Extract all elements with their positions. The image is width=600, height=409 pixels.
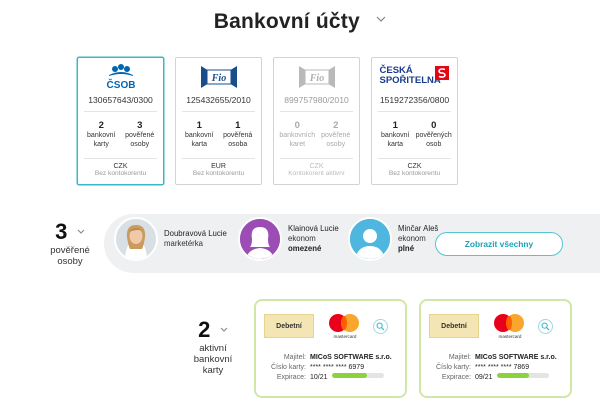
authorized-persons-count: 3 xyxy=(55,219,68,244)
card-number: **** **** **** 6979 xyxy=(310,364,365,371)
male-user-avatar-icon xyxy=(348,217,392,261)
mastercard-logo: mastercard xyxy=(490,314,530,344)
authorized-persons-summary: 3 pověřené osoby xyxy=(40,219,100,267)
card-expiry: 10/21 xyxy=(310,374,328,381)
persons-label: pověřených osob xyxy=(415,132,452,148)
expiry-progress-bar xyxy=(331,373,384,378)
female-user-avatar-icon xyxy=(238,217,282,261)
person-mincar[interactable]: Minčar Aleš ekonom plné xyxy=(348,217,438,261)
owner-label: Majitel: xyxy=(448,354,471,361)
card-number: **** **** **** 7869 xyxy=(475,364,530,371)
expiry-label: Expirace: xyxy=(276,374,306,381)
person-name: Doubravová Lucie xyxy=(164,229,227,238)
expiry-label: Expirace: xyxy=(441,374,471,381)
person-role: ekonom xyxy=(398,234,426,243)
page-header: Bankovní účty xyxy=(0,10,600,34)
fio-logo-text: Fio xyxy=(308,73,323,84)
card-owner: MICoS SOFTWARE s.r.o. xyxy=(475,354,557,361)
show-all-button[interactable]: Zobrazit všechny xyxy=(435,232,563,256)
chevron-down-icon[interactable] xyxy=(220,324,228,334)
chevron-down-icon[interactable] xyxy=(77,226,85,236)
person-klainova[interactable]: Klainová Lucie ekonom omezené xyxy=(238,217,339,261)
persons-label: pověřené osoby xyxy=(125,132,155,148)
overdraft-note: Bez kontokorentu xyxy=(94,170,147,177)
cards-count: 0 xyxy=(294,120,300,131)
expiry-progress-bar xyxy=(496,373,549,378)
search-icon[interactable] xyxy=(373,319,388,334)
active-cards-summary: 2 aktivní bankovní karty xyxy=(183,317,243,376)
ceska-sporitelna-logo-text: ČESKÁ SPOŘITELNA xyxy=(379,64,441,86)
fio-logo: Fio xyxy=(176,58,261,95)
overdraft-note: Bez kontokorentu xyxy=(388,170,441,177)
persons-count: 3 xyxy=(137,120,143,131)
cards-count: 1 xyxy=(392,120,398,131)
card-brand: mastercard xyxy=(333,334,357,339)
csob-logo: ČSOB xyxy=(78,58,163,95)
currency: CZK xyxy=(113,163,128,170)
active-cards-count: 2 xyxy=(198,317,211,342)
person-role: ekonom xyxy=(288,234,316,243)
csob-logo-text: ČSOB xyxy=(106,78,135,91)
card-type-badge: Debetní xyxy=(429,314,479,338)
fio-logo: Fio xyxy=(274,58,359,95)
card-number-label: Číslo karty: xyxy=(270,364,306,371)
cards-label: bankovních karet xyxy=(279,132,316,148)
card-number-label: Číslo karty: xyxy=(435,364,471,371)
person-role: marketérka xyxy=(164,239,203,248)
owner-label: Majitel: xyxy=(283,354,306,361)
card-expiry: 09/21 xyxy=(475,374,493,381)
overdraft-note: Kontokorent aktivní xyxy=(288,170,345,177)
payment-card[interactable]: Debetní mastercard Majitel: MICoS SOFTWAR… xyxy=(254,299,407,398)
card-owner: MICoS SOFTWARE s.r.o. xyxy=(310,354,392,361)
person-permission: omezené xyxy=(288,244,322,253)
person-photo-avatar xyxy=(114,217,158,261)
fio-logo-text: Fio xyxy=(210,73,225,84)
card-brand: mastercard xyxy=(498,334,522,339)
overdraft-note: Bez kontokorentu xyxy=(192,170,245,177)
currency: CZK xyxy=(407,163,422,170)
persons-label: pověřená osoba xyxy=(223,132,253,148)
persons-count: 2 xyxy=(333,120,339,131)
cards-label: bankovní karta xyxy=(185,132,214,148)
ceska-sporitelna-logo: ČESKÁ SPOŘITELNA xyxy=(372,58,457,95)
mastercard-logo: mastercard xyxy=(325,314,365,344)
currency: EUR xyxy=(211,163,226,170)
cards-label: bankovní karta xyxy=(381,132,410,148)
account-number: 899757980/2010 xyxy=(284,95,349,105)
card-type-badge: Debetní xyxy=(264,314,314,338)
cards-count: 2 xyxy=(98,120,104,131)
person-name: Minčar Aleš xyxy=(398,224,439,233)
cards-label: bankovní karty xyxy=(87,132,116,148)
person-name: Klainová Lucie xyxy=(288,224,339,233)
account-number: 1519272356/0800 xyxy=(379,95,450,105)
search-icon[interactable] xyxy=(538,319,553,334)
cards-count: 1 xyxy=(196,120,202,131)
cs-s-icon xyxy=(434,65,449,80)
account-number: 125432655/2010 xyxy=(186,95,251,105)
persons-label: pověřené osoby xyxy=(321,132,351,148)
chevron-down-icon[interactable] xyxy=(376,13,386,25)
page-title: Bankovní účty xyxy=(213,10,360,33)
active-cards-label: aktivní bankovní karty xyxy=(193,343,233,376)
persons-count: 1 xyxy=(235,120,241,131)
currency: CZK xyxy=(309,163,324,170)
payment-card[interactable]: Debetní mastercard Majitel: MICoS SOFTWAR… xyxy=(419,299,572,398)
authorized-persons-strip: Doubravová Lucie marketérka Klainová Luc… xyxy=(104,214,600,273)
account-number: 130657643/0300 xyxy=(88,95,153,105)
persons-count: 0 xyxy=(431,120,437,131)
person-permission: plné xyxy=(398,244,415,253)
authorized-persons-label: pověřené osoby xyxy=(50,245,90,267)
person-doubravova[interactable]: Doubravová Lucie marketérka xyxy=(114,217,227,261)
